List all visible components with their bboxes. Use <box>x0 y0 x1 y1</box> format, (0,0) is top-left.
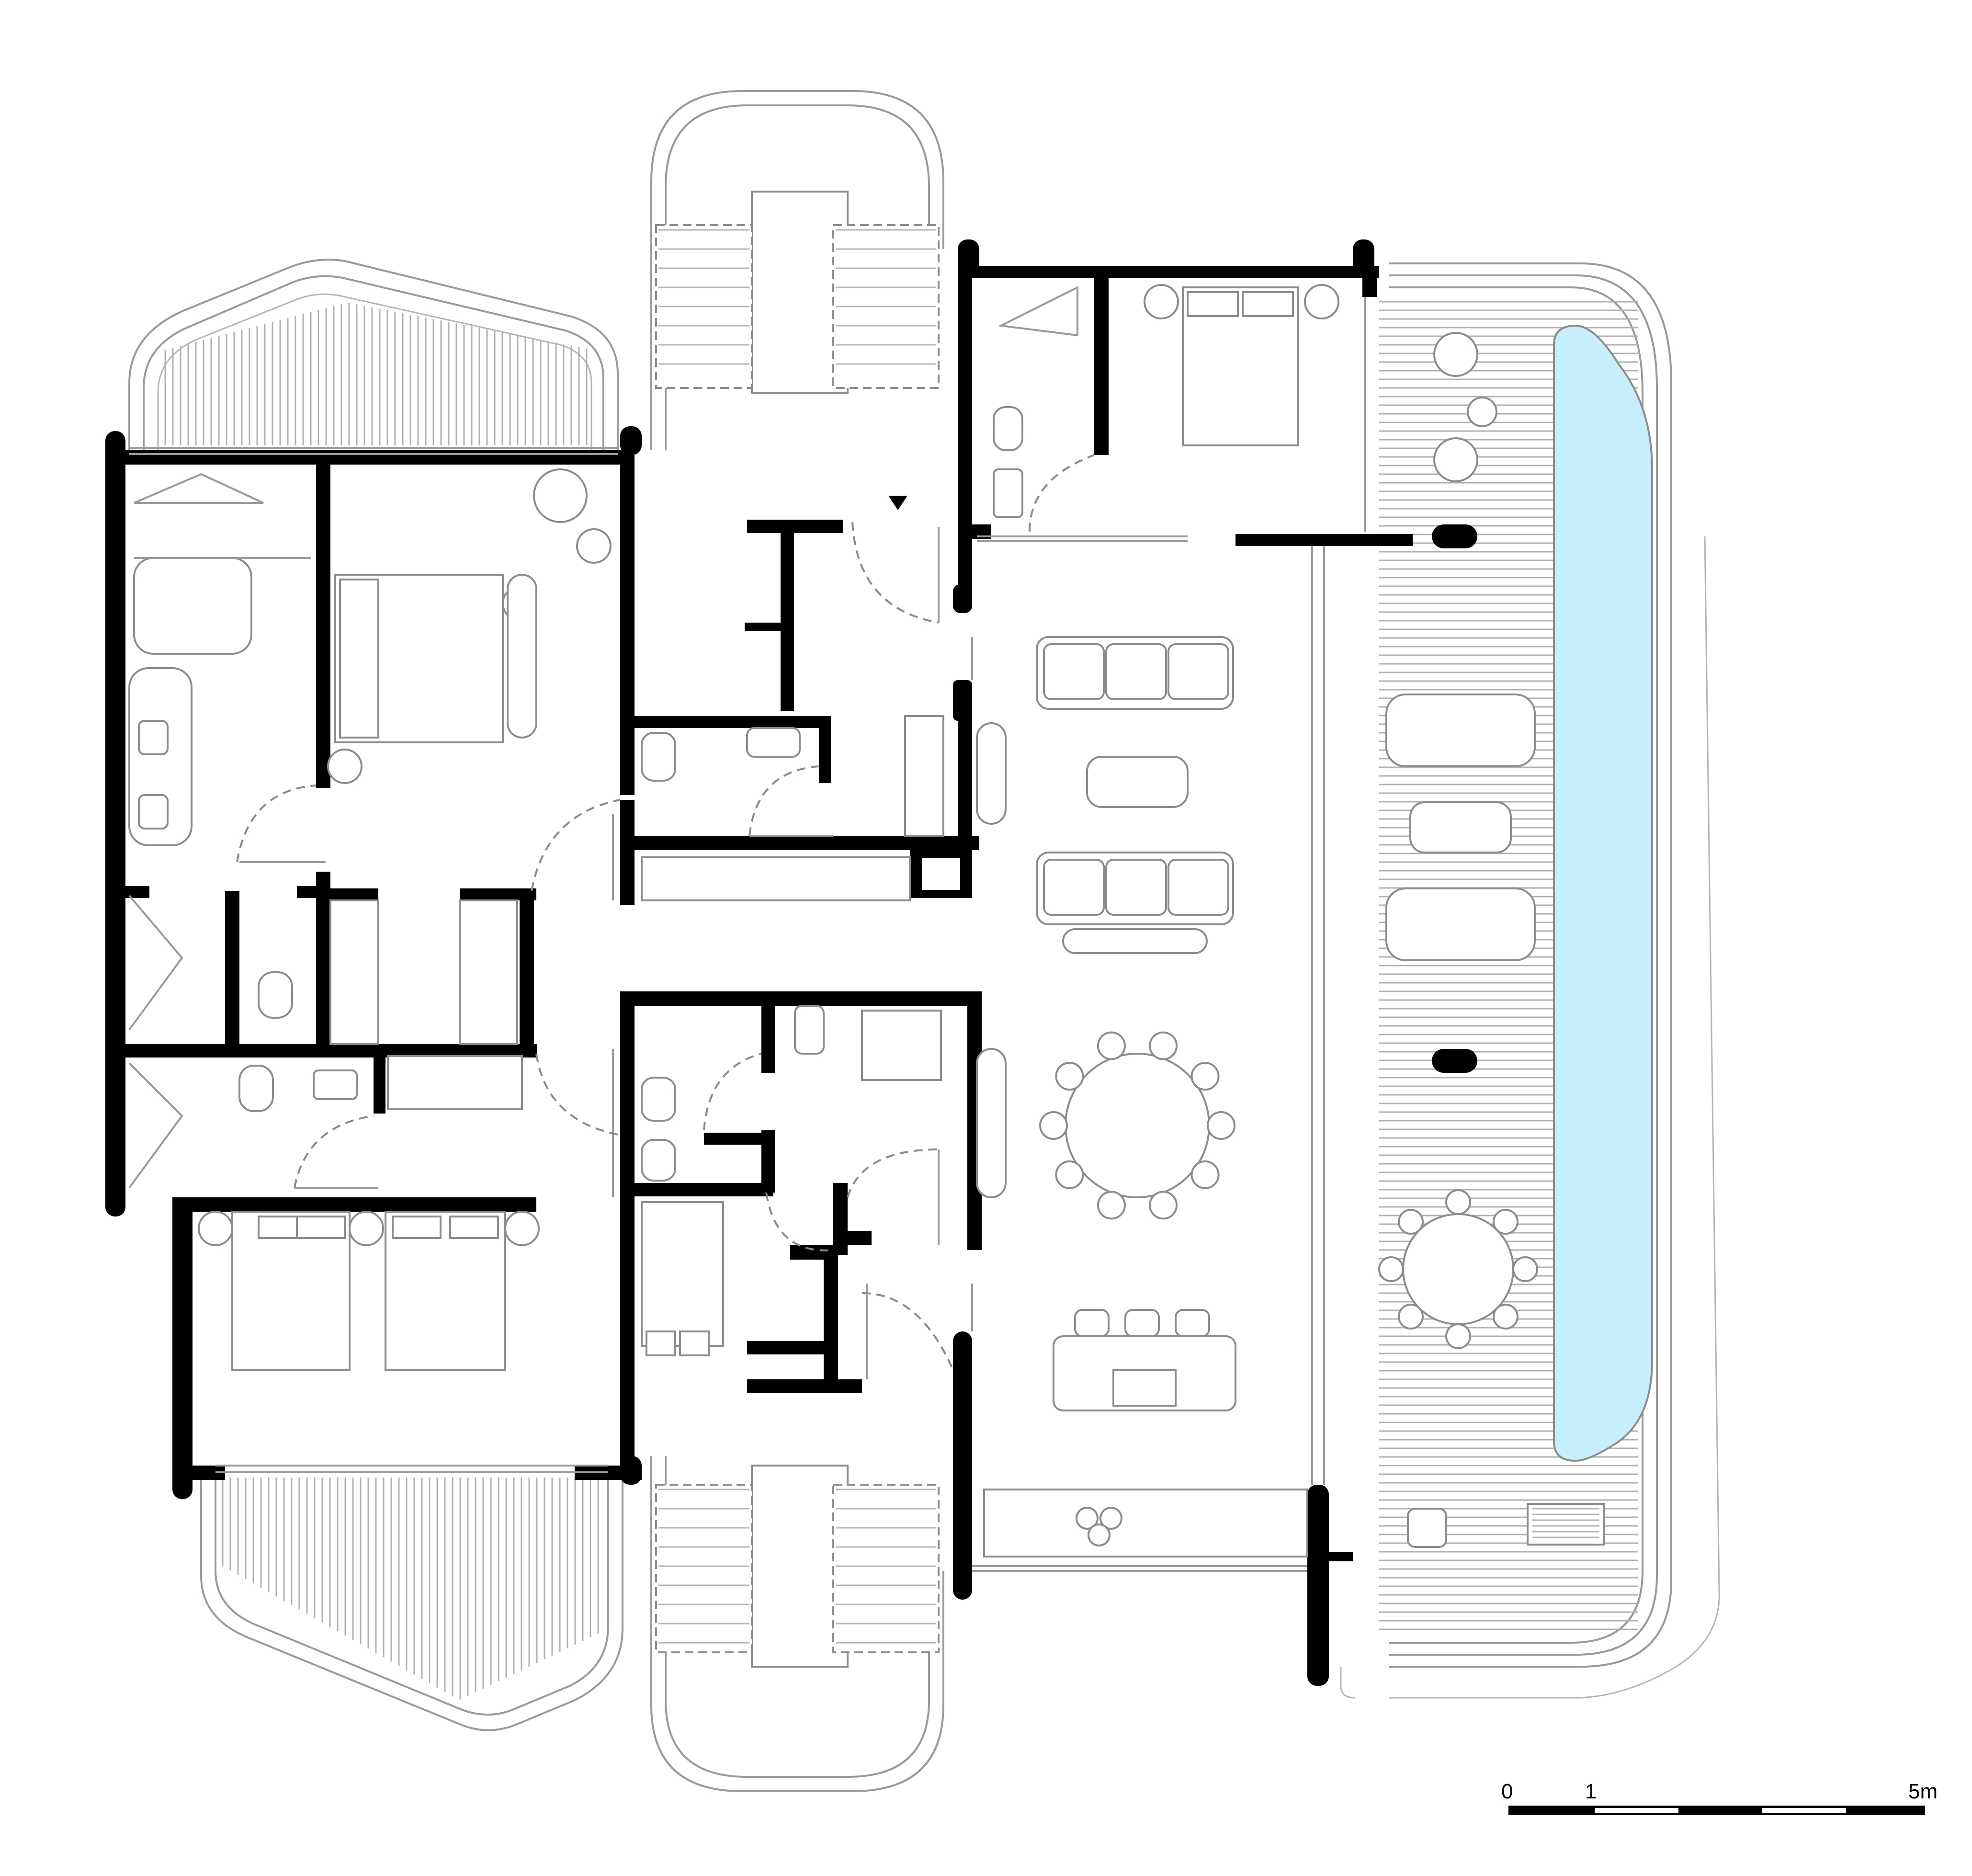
balcony-outlines <box>128 90 1720 1792</box>
windows <box>129 297 1366 1572</box>
stairs <box>333 191 941 1668</box>
coffee-table <box>1086 756 1189 808</box>
pool <box>1553 324 1653 1462</box>
scale-label-5m: 5m <box>1908 1780 1938 1803</box>
walls <box>105 239 1477 1686</box>
scale-label-1: 1 <box>1585 1780 1597 1803</box>
dining-table <box>1065 1053 1210 1198</box>
door-swings <box>236 454 1095 1379</box>
armchair <box>533 468 588 523</box>
scale-label-0: 0 <box>1501 1780 1513 1803</box>
terrace-table-1 <box>1409 801 1512 853</box>
furniture <box>128 284 1605 1558</box>
entry-marker <box>888 496 907 510</box>
bathtub <box>133 557 252 655</box>
terrace-sofa-1 <box>1385 694 1536 767</box>
scale-bar: 0 1 5m <box>1501 1780 1938 1815</box>
terrace-sofa-2 <box>1385 887 1536 961</box>
